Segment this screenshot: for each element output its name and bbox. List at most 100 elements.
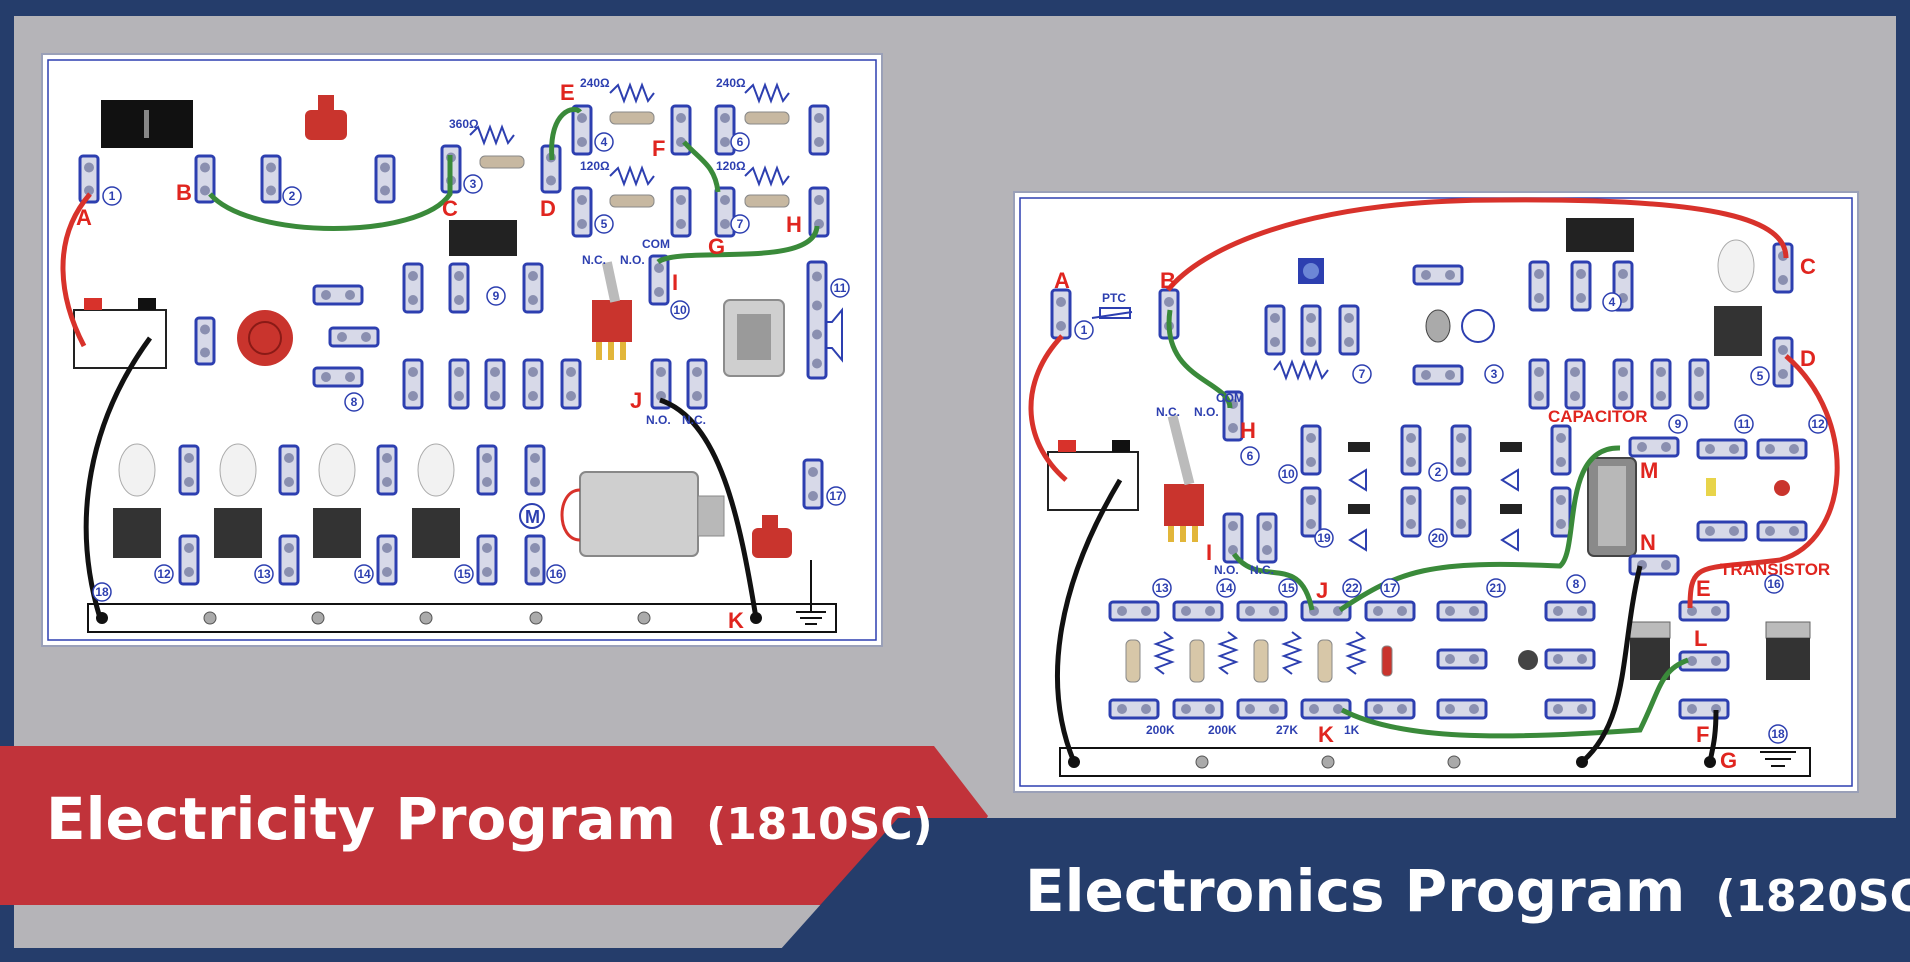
terminal-screw	[692, 391, 702, 401]
terminal-label: A	[1054, 268, 1070, 293]
terminal-screw	[184, 477, 194, 487]
svg-text:N.O.: N.O.	[646, 413, 671, 427]
number-badge	[1314, 528, 1334, 548]
terminal-screw	[1117, 704, 1127, 714]
terminal-screw	[1421, 270, 1431, 280]
terminal-screw	[454, 295, 464, 305]
terminal-screw	[1576, 269, 1586, 279]
terminal-screw	[1729, 526, 1739, 536]
terminal-label: K	[1318, 722, 1334, 747]
terminal-screw	[345, 372, 355, 382]
terminal-screw	[1711, 606, 1721, 616]
terminal-screw	[1181, 606, 1191, 616]
terminal-screw	[1406, 457, 1416, 467]
electronics-title: Electronics Program	[1025, 857, 1686, 925]
terminal-label: E	[560, 80, 575, 105]
terminal-screw	[1270, 313, 1280, 323]
terminal-screw	[1406, 495, 1416, 505]
terminal-screw	[1729, 444, 1739, 454]
terminal-screw	[530, 543, 540, 553]
terminal-screw	[1577, 704, 1587, 714]
terminal-screw	[321, 372, 331, 382]
terminal-screw	[1445, 654, 1455, 664]
terminal-screw	[482, 543, 492, 553]
terminal-screw	[1534, 391, 1544, 401]
terminal-screw	[266, 162, 276, 173]
terminal-screw	[1373, 606, 1383, 616]
number-label: 10	[1281, 467, 1295, 481]
number-label: 17	[1383, 581, 1397, 595]
svg-text:N.O.: N.O.	[620, 253, 645, 267]
terminal-screw	[490, 367, 500, 377]
terminal-label: F	[652, 136, 665, 161]
terminal-screw	[577, 137, 587, 147]
capacitor-label: CAPACITOR	[1548, 407, 1648, 426]
terminal-screw	[720, 219, 730, 229]
number-label: 20	[1431, 531, 1445, 545]
terminal-screw	[1456, 433, 1466, 443]
terminal-screw	[654, 287, 664, 297]
terminal-screw	[654, 263, 664, 273]
svg-text:N.C.: N.C.	[682, 413, 706, 427]
terminal-screw	[530, 477, 540, 487]
terminal-screw	[1445, 370, 1455, 380]
terminal-screw	[528, 295, 538, 305]
terminal-screw	[577, 195, 587, 205]
number-badge	[546, 564, 566, 584]
number-label: 7	[737, 217, 744, 231]
terminal-screw	[454, 367, 464, 377]
number-badge	[154, 564, 174, 584]
number-badge	[102, 186, 122, 206]
electronics-board: A B C D E F G H I J K L M N CAPACITOR TR…	[1013, 191, 1859, 793]
terminal-screw	[1556, 433, 1566, 443]
number-badge	[1764, 574, 1784, 594]
terminal-screw	[676, 219, 686, 229]
terminal-screw	[1778, 369, 1788, 379]
terminal-screw	[812, 271, 822, 282]
terminal-screw	[1705, 444, 1715, 454]
terminal-screw	[84, 162, 94, 173]
terminal-screw	[1556, 495, 1566, 505]
terminal-screw	[546, 175, 556, 186]
terminal-screw	[1406, 433, 1416, 443]
number-badge	[594, 214, 614, 234]
terminal-screw	[1469, 704, 1479, 714]
transistor-label: TRANSISTOR	[1720, 560, 1830, 579]
electricity-banner: Electricity Program(1810SC)	[46, 785, 933, 853]
number-badge	[1566, 574, 1586, 594]
terminal-screw	[1553, 606, 1563, 616]
terminal-screw	[1661, 560, 1671, 570]
number-label: 6	[1247, 449, 1254, 463]
terminal-screw	[454, 271, 464, 281]
terminal-label: G	[708, 234, 725, 259]
terminal-screw	[1711, 656, 1721, 666]
terminal-screw	[382, 477, 392, 487]
terminal-screw	[1344, 313, 1354, 323]
terminal-screw	[1344, 337, 1354, 347]
number-label: 15	[1281, 581, 1295, 595]
terminal-screw	[1245, 704, 1255, 714]
number-badge	[1768, 724, 1788, 744]
terminal-screw	[1637, 442, 1647, 452]
terminal-screw	[656, 367, 666, 377]
terminal-screw	[577, 113, 587, 123]
terminal-screw	[1056, 321, 1066, 331]
number-badge	[1278, 578, 1298, 598]
terminal-screw	[482, 567, 492, 577]
svg-text:360Ω: 360Ω	[449, 117, 479, 131]
terminal-screw	[490, 391, 500, 401]
terminal-label: I	[672, 270, 678, 295]
terminal-screw	[1306, 457, 1316, 467]
svg-text:N.C.: N.C.	[1250, 563, 1274, 577]
number-badge	[1602, 292, 1622, 312]
number-label: 19	[1317, 531, 1331, 545]
number-label: 8	[1573, 577, 1580, 591]
terminal-screw	[1306, 313, 1316, 323]
terminal-label: K	[728, 608, 744, 633]
terminal-screw	[266, 185, 276, 196]
terminal-screw	[1456, 495, 1466, 505]
svg-text:1K: 1K	[1344, 723, 1360, 737]
svg-text:COM: COM	[642, 237, 670, 251]
number-label: 4	[1609, 295, 1616, 309]
number-badge	[254, 564, 274, 584]
